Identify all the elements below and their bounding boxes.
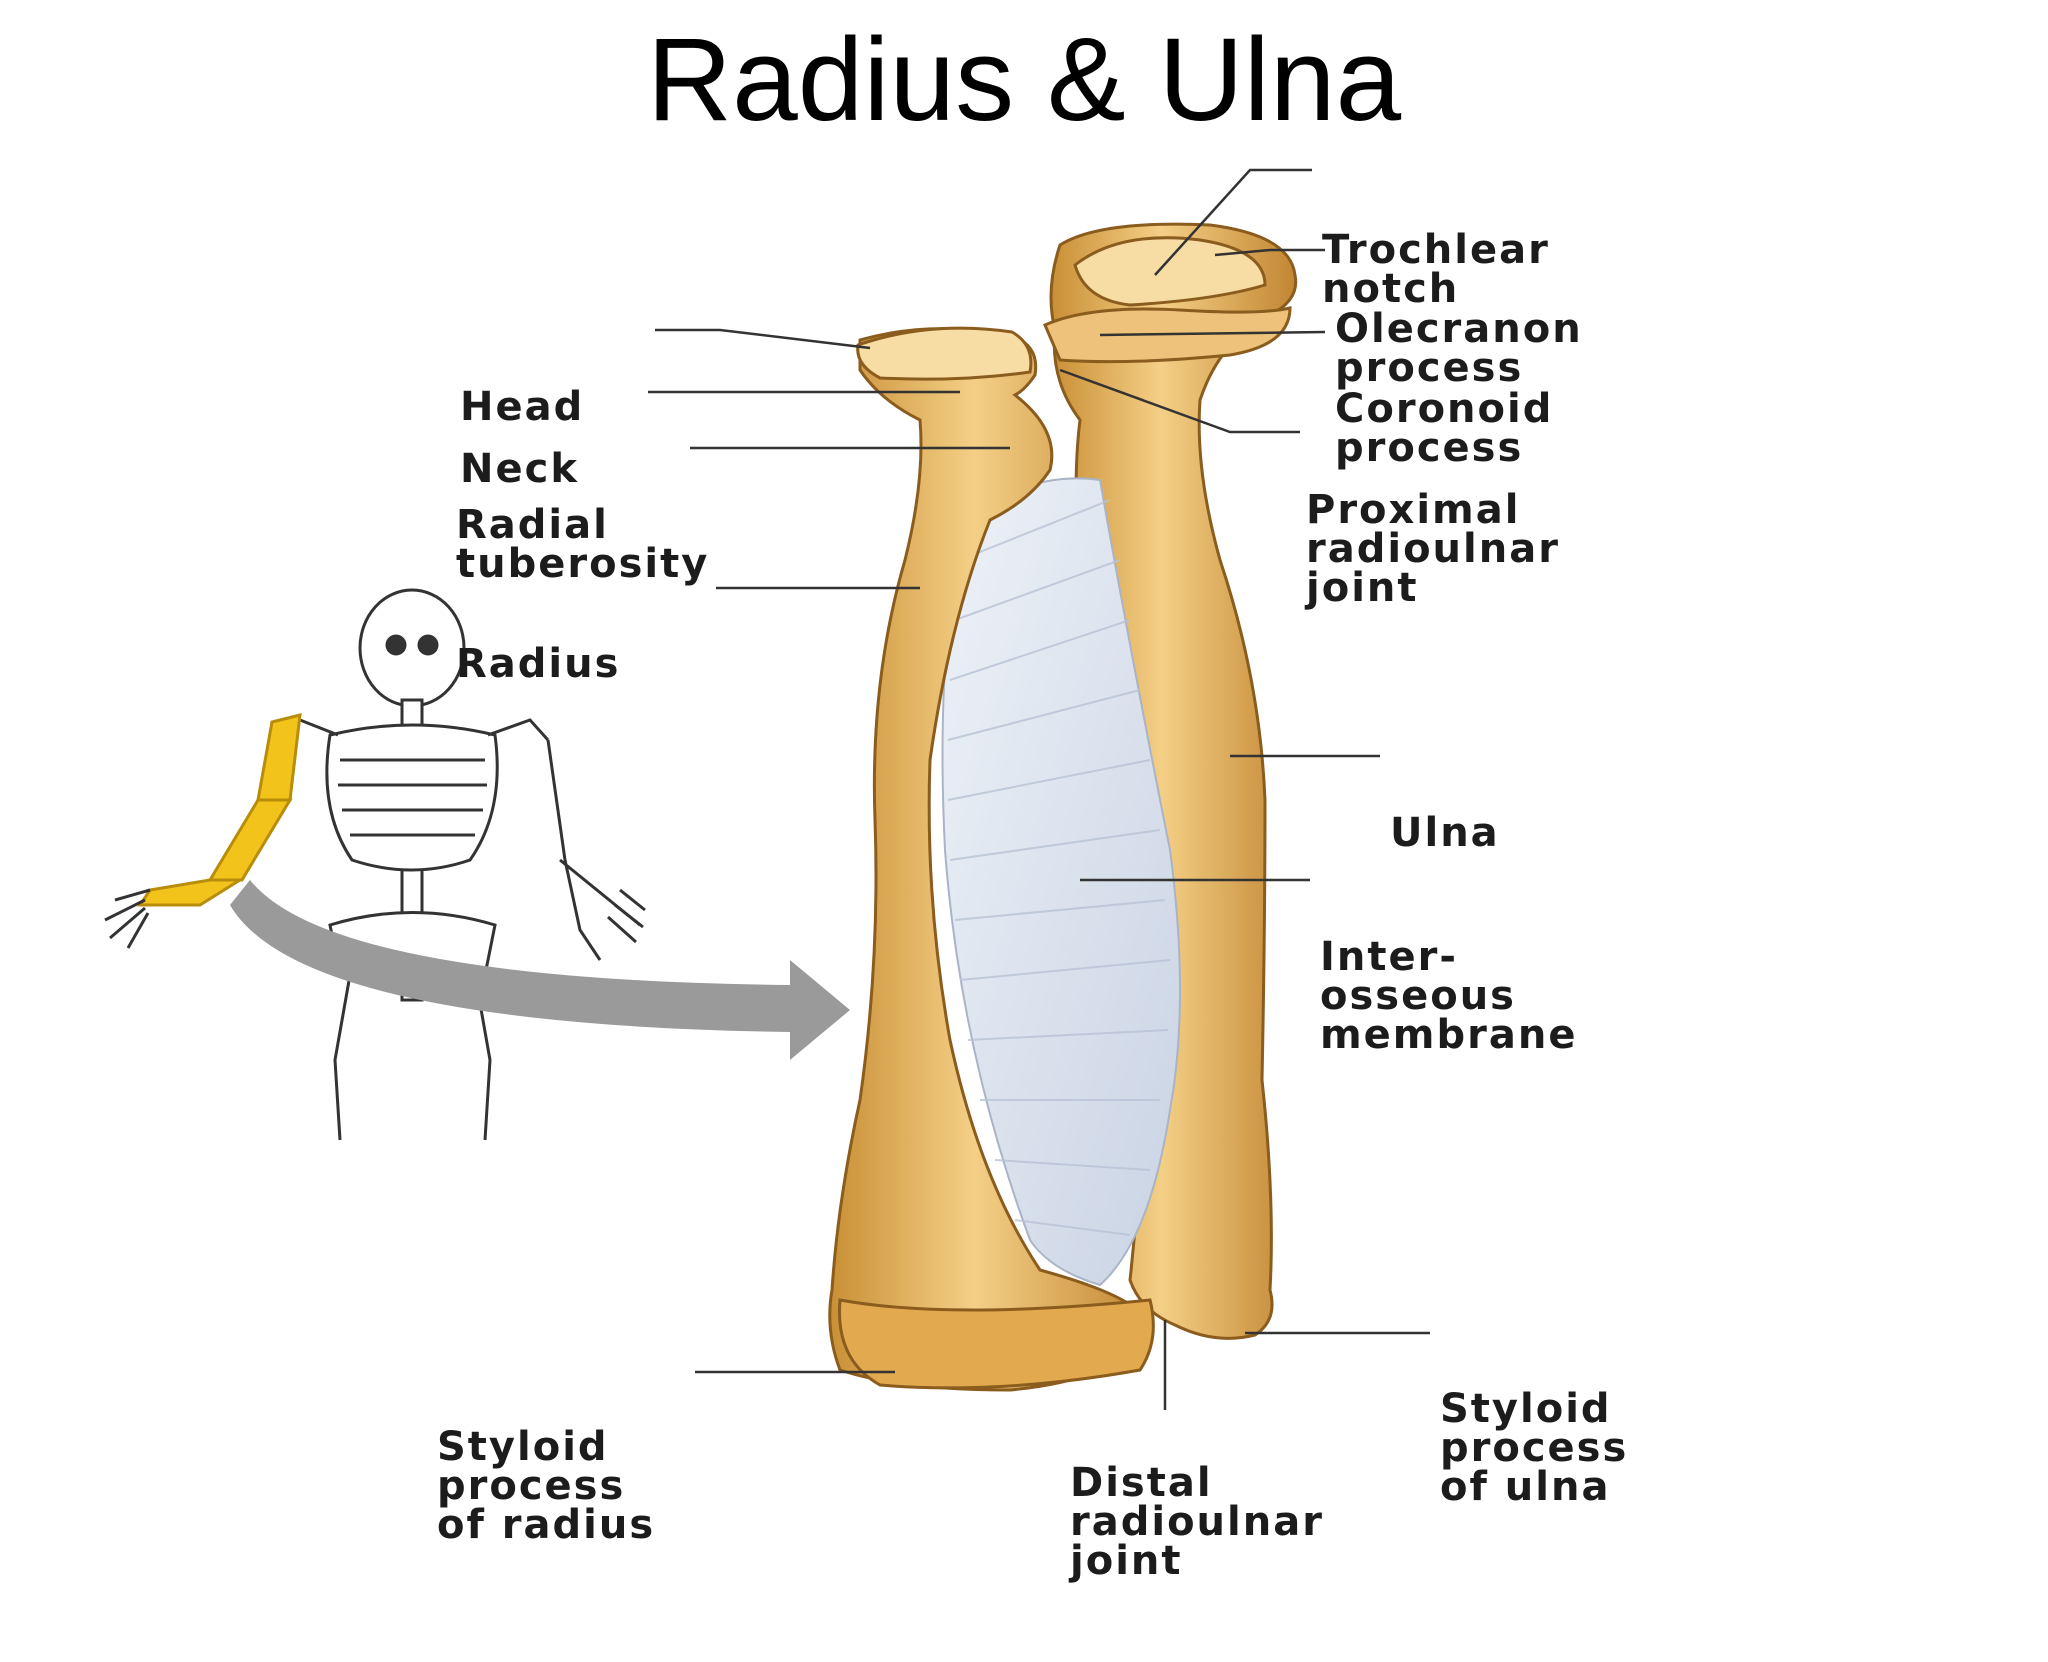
interosseous-membrane-shape: [941, 477, 1181, 1287]
hand-outline-left: [104, 888, 151, 949]
diagram-canvas: Radius & Ulna: [104, 14, 1626, 1581]
highlighted-arm: [137, 713, 302, 907]
membrane-fibers: [947, 499, 1171, 1236]
label-head: Head: [460, 384, 585, 430]
label-neck: Neck: [460, 446, 579, 492]
radius-distal-end: [838, 1298, 1155, 1390]
leader-proximal-joint: [1059, 368, 1300, 434]
label-radius: Radius: [456, 641, 621, 687]
page-title: Radius & Ulna: [646, 14, 1402, 146]
direction-arrow: [230, 880, 850, 1060]
leader-head: [655, 328, 871, 350]
leader-lines: [648, 168, 1430, 1410]
forearm-illustration: [104, 168, 1430, 1410]
leader-olecranon: [1214, 248, 1325, 257]
leader-coronoid: [1099, 330, 1326, 337]
label-ulna: Ulna: [1390, 810, 1500, 856]
leader-trochlear-notch: [1154, 168, 1312, 276]
radius-head-shape: [856, 326, 1033, 381]
